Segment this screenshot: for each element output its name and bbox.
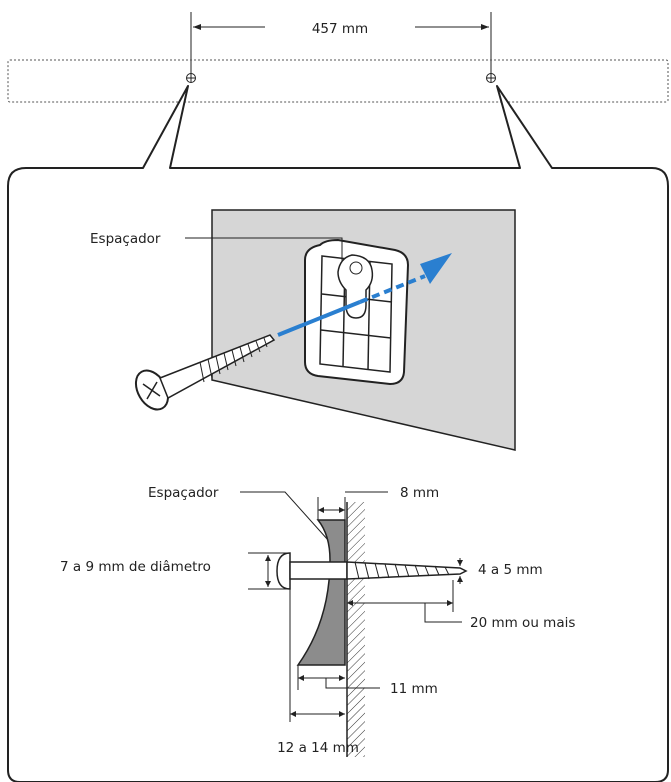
insertion-arrow	[277, 300, 361, 337]
section-view: Espaçador 8 mm 7 a 9 mm de diâmetro 4 a …	[60, 485, 575, 757]
left-hole-icon	[186, 73, 196, 83]
hole-spacing-dimension: 457 mm	[190, 12, 492, 80]
right-hole-icon	[486, 73, 496, 83]
gap-label: 8 mm	[400, 485, 439, 501]
spacer-label-section: Espaçador	[148, 485, 219, 501]
screw-head	[276, 552, 291, 590]
unit-outline	[7, 59, 669, 103]
shank-diameter-label: 4 a 5 mm	[478, 562, 543, 578]
total-offset-label: 12 a 14 mm	[277, 740, 359, 756]
screw-perspective	[134, 334, 276, 411]
penetration-label: 20 mm ou mais	[470, 615, 575, 631]
arrow-head-icon	[420, 253, 452, 284]
wall-section	[347, 502, 365, 757]
spacer-section	[296, 519, 346, 666]
head-diameter-label: 7 a 9 mm de diâmetro	[60, 559, 211, 575]
perspective-view: Espaçador	[90, 209, 516, 451]
spacer-thickness-label: 11 mm	[390, 681, 438, 697]
screw-shank	[289, 561, 348, 580]
hole-spacing-label: 457 mm	[312, 21, 368, 37]
spacer-label-top: Espaçador	[90, 231, 161, 247]
spacer-perspective	[304, 238, 410, 386]
